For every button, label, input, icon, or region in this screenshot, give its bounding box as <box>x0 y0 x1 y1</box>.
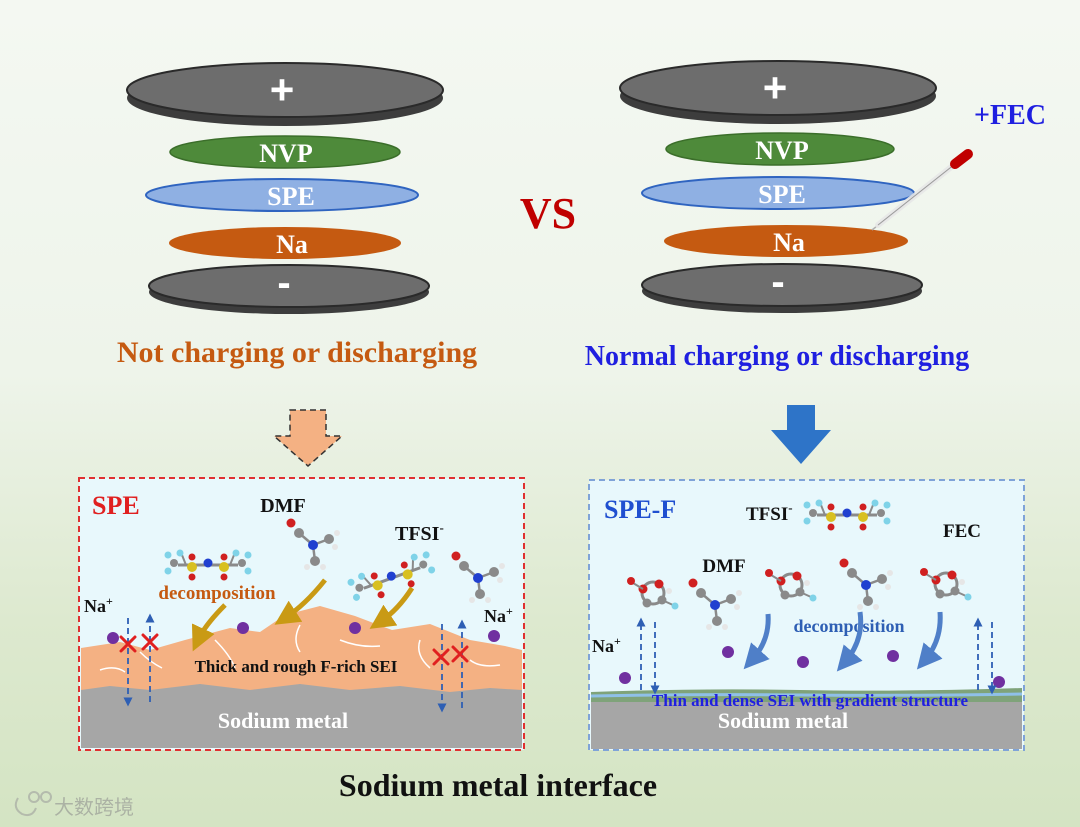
left-negative-plate: - <box>148 261 430 314</box>
right-electrolyte-label: SPE <box>758 180 806 209</box>
left-sei-layer <box>81 606 522 692</box>
left-metal-label: Sodium metal <box>218 708 348 733</box>
right-decomposition-arrows <box>743 611 943 672</box>
left-dmf-label: DMF <box>260 495 306 517</box>
right-cathode-label: NVP <box>755 136 809 165</box>
right-caption: Normal charging or discharging <box>585 341 969 372</box>
vs-label: VS <box>520 189 576 238</box>
right-cathode-layer: NVP <box>665 132 895 166</box>
left-caption: Not charging or discharging <box>117 336 477 369</box>
left-na-ions <box>107 622 500 644</box>
left-panel-title: SPE <box>92 491 140 520</box>
right-metal-label: Sodium metal <box>718 708 848 733</box>
right-na-ion-label: Na+ <box>592 634 621 656</box>
left-electrolyte-layer: SPE <box>145 178 419 212</box>
bottom-title: Sodium metal interface <box>339 767 657 803</box>
right-dmf-label: DMF <box>702 556 745 577</box>
left-anode-label: Na <box>276 230 308 259</box>
left-cathode-layer: NVP <box>169 135 401 169</box>
right-na-ions <box>619 646 1005 688</box>
left-sodium-metal <box>81 682 522 748</box>
watermark: 大数跨境 <box>14 791 134 819</box>
right-electrolyte-layer: SPE <box>641 176 915 210</box>
dropper-icon <box>871 149 973 231</box>
left-negative-sign: - <box>277 261 290 305</box>
right-sei-gradient <box>590 692 1023 698</box>
right-sodium-metal <box>591 699 1022 749</box>
left-block-marks <box>119 633 469 666</box>
right-sei-label: Thin and dense SEI with gradient structu… <box>652 691 969 710</box>
left-anode-layer: Na <box>169 227 401 259</box>
left-battery-stack: + NVP SPE Na - <box>126 62 444 314</box>
right-decomposition-label: decomposition <box>793 616 904 636</box>
left-electrolyte-label: SPE <box>267 182 315 211</box>
right-tfsi-label: TFSI- <box>746 500 793 525</box>
left-decomposition-arrows <box>191 578 415 652</box>
right-fec-label: FEC <box>943 521 981 542</box>
left-na-ion-label-2: Na+ <box>484 604 513 626</box>
right-positive-sign: + <box>763 64 788 111</box>
left-positive-sign: + <box>270 66 295 113</box>
left-cathode-label: NVP <box>259 139 313 168</box>
right-negative-plate: - <box>641 260 923 313</box>
left-tfsi-label: TFSI- <box>395 520 444 545</box>
right-ion-transport <box>636 617 997 695</box>
right-anode-layer: Na <box>664 225 908 257</box>
left-decomposition-label: decomposition <box>158 583 276 604</box>
watermark-text: 大数跨境 <box>54 795 134 819</box>
right-negative-sign: - <box>771 260 784 304</box>
watermark-logo-icon <box>14 797 37 817</box>
right-interface-panel: SPE-F TFSI- DMF FEC decomposition Na+ <box>588 479 1025 751</box>
additive-label: +FEC <box>974 100 1046 131</box>
left-na-ion-label-1: Na+ <box>84 594 113 616</box>
left-positive-plate: + <box>126 62 444 126</box>
right-positive-plate: + <box>619 60 937 124</box>
left-down-arrow <box>272 409 344 468</box>
left-sei-label: Thick and rough F-rich SEI <box>195 657 398 676</box>
right-down-arrow <box>771 405 831 464</box>
right-anode-label: Na <box>773 228 805 257</box>
left-blocked-transport <box>123 613 467 713</box>
left-interface-panel: SPE DMF TFSI- decomposition Na+ Na+ <box>78 477 525 751</box>
right-panel-title: SPE-F <box>604 495 676 524</box>
right-battery-stack: + NVP SPE Na - <box>619 60 973 313</box>
